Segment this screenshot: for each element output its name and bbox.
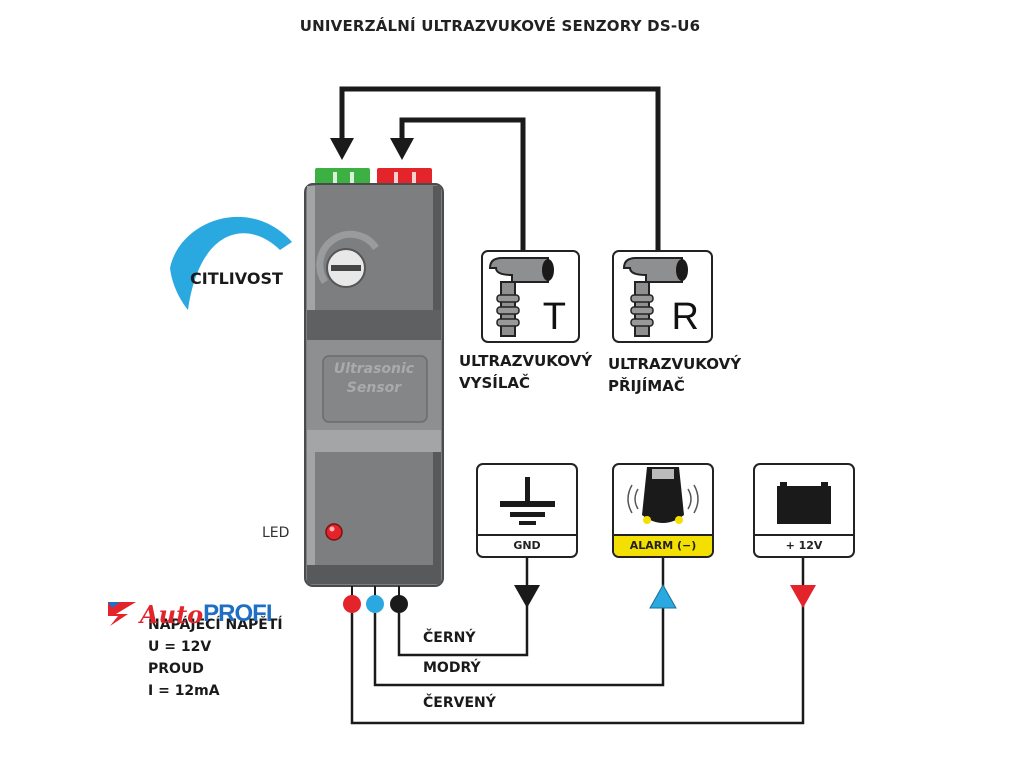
receiver-letter: R <box>671 296 699 338</box>
logo-bolt-icon <box>108 602 136 626</box>
receiver-icon <box>622 257 688 337</box>
spec-current: I = 12mA <box>148 683 220 699</box>
led-indicator <box>325 523 343 541</box>
spec-current-title: PROUD <box>148 661 204 677</box>
arrow-down-12v <box>790 585 816 608</box>
power-label: + 12V <box>755 534 853 556</box>
sensitivity-arc <box>170 216 292 310</box>
black-terminal <box>390 595 408 613</box>
module-label: Ultrasonic Sensor <box>333 361 415 396</box>
blue-terminal <box>366 595 384 613</box>
receiver-label: ULTRAZVUKOVÝ PŘIJÍMAČ <box>608 355 742 395</box>
ground-icon <box>500 477 555 525</box>
arrow-down-gnd <box>514 585 540 608</box>
specs-block: NAPÁJECÍ NAPĚTÍ U = 12V PROUD I = 12mA <box>148 614 283 702</box>
led-label: LED <box>262 525 290 541</box>
alarm-box: ALARM (−) <box>612 463 714 558</box>
battery-icon <box>777 482 831 524</box>
wire-label-black: ČERNÝ <box>423 630 476 646</box>
gnd-box: GND <box>476 463 578 558</box>
arrow-up-alarm <box>649 583 677 609</box>
sensor-module <box>304 183 444 587</box>
transmitter-letter: T <box>542 296 566 338</box>
transmitter-icon <box>488 257 554 337</box>
receiver-box: R <box>612 250 713 343</box>
wire-label-red: ČERVENÝ <box>423 695 496 711</box>
wire-label-blue: MODRÝ <box>423 660 481 676</box>
power-box: + 12V <box>753 463 855 558</box>
red-terminal <box>343 595 361 613</box>
alarm-label: ALARM (−) <box>614 534 712 556</box>
wire-transmitter-to-red <box>399 117 526 250</box>
spec-voltage: U = 12V <box>148 639 212 655</box>
diagram-title: UNIVERZÁLNÍ ULTRAZVUKOVÉ SENZORY DS-U6 <box>299 17 701 35</box>
arrow-down-red <box>390 138 414 160</box>
wire-receiver-to-green <box>339 86 661 250</box>
gnd-label: GND <box>478 534 576 556</box>
car-alarm-icon <box>627 467 699 524</box>
transmitter-label: ULTRAZVUKOVÝ VYSÍLAČ <box>459 352 593 392</box>
wire-blue <box>373 557 665 687</box>
transmitter-box: T <box>481 250 580 343</box>
spec-voltage-title: NAPÁJECÍ NAPĚTÍ <box>148 617 283 633</box>
arrow-down-green <box>330 138 354 160</box>
wire-red <box>350 557 805 725</box>
sensitivity-label: CITLIVOST <box>190 269 283 288</box>
